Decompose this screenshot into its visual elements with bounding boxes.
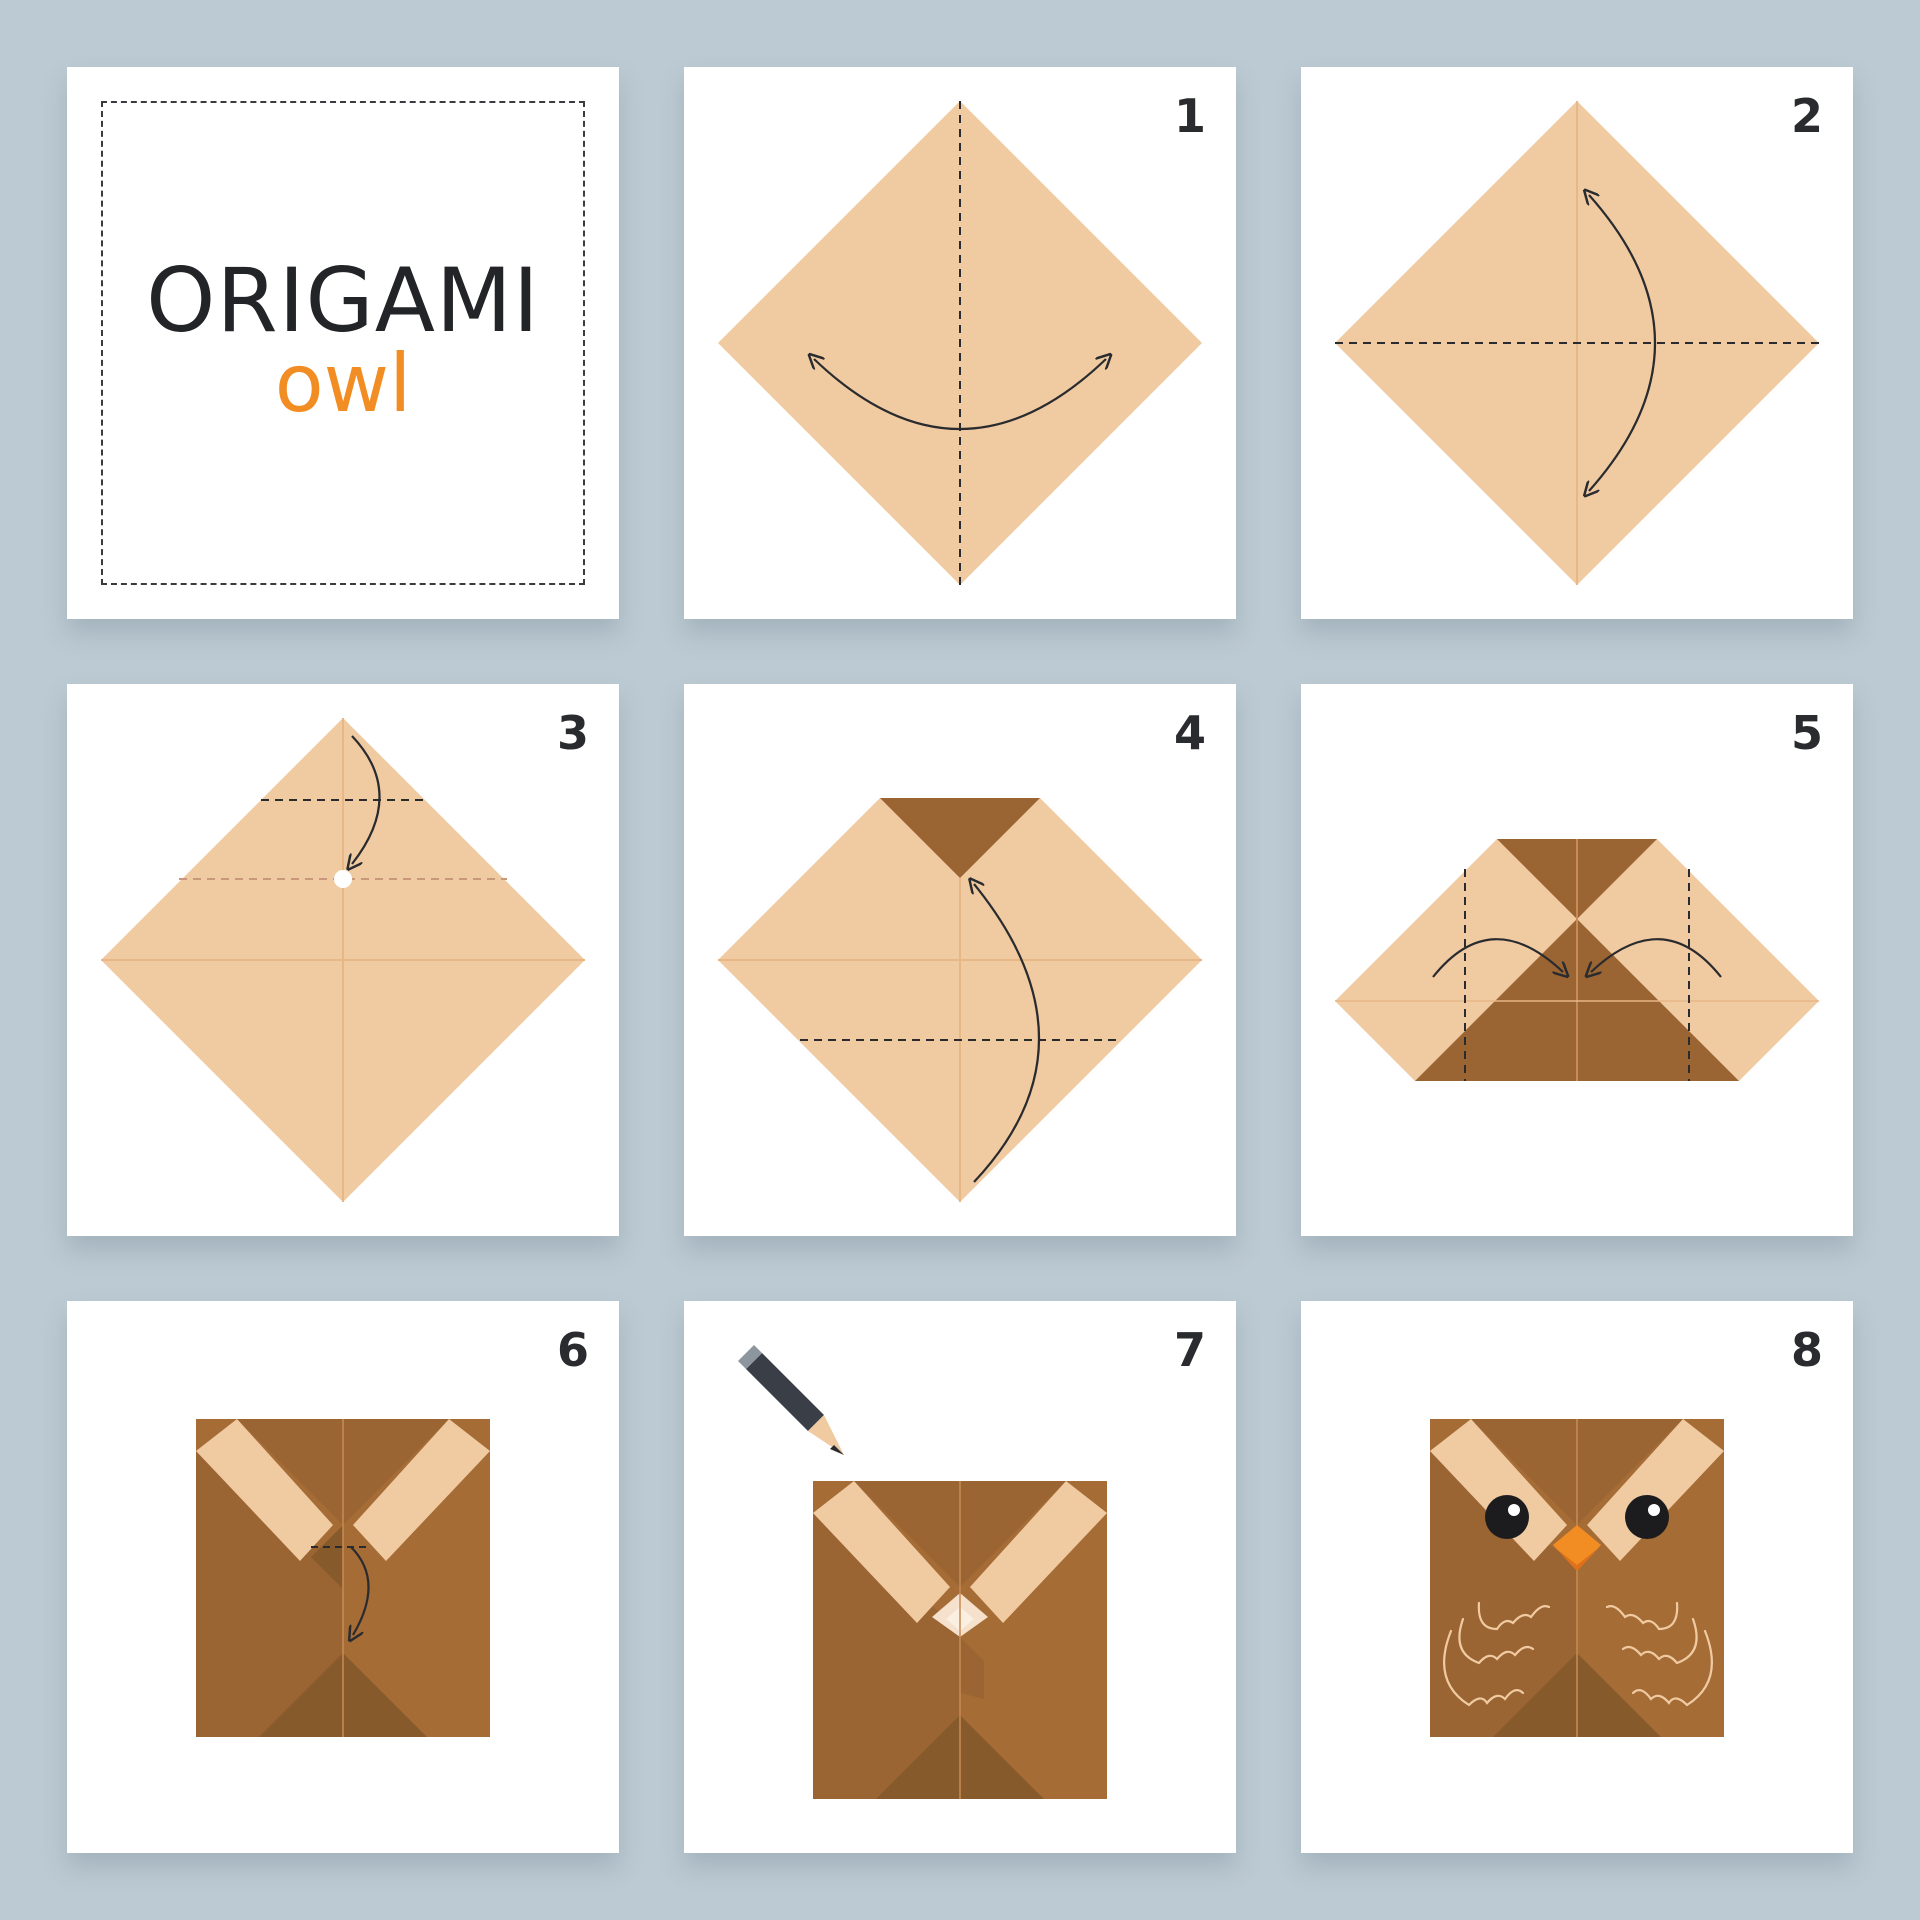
beak-lower bbox=[1557, 1549, 1597, 1571]
fold-arrow bbox=[352, 735, 381, 864]
beak-flap bbox=[311, 1525, 343, 1589]
step-2-diagram bbox=[1335, 101, 1819, 585]
fold-arrow bbox=[814, 359, 1106, 431]
step-8-card: 8 bbox=[1301, 1301, 1853, 1853]
step-number: 3 bbox=[556, 706, 589, 760]
left-ear-band bbox=[813, 1481, 950, 1623]
right-wing-feathers bbox=[1605, 1601, 1713, 1707]
step-number: 7 bbox=[1173, 1323, 1206, 1377]
title-origami: ORIGAMI bbox=[146, 249, 540, 352]
step-3-diagram bbox=[101, 718, 585, 1202]
fold-arrow bbox=[974, 884, 1041, 1183]
fold-arrow bbox=[1589, 195, 1657, 491]
right-ear-band bbox=[353, 1419, 490, 1561]
left-eye bbox=[1485, 1495, 1529, 1539]
step-number: 1 bbox=[1173, 89, 1206, 143]
left-ear-band bbox=[1430, 1419, 1567, 1561]
dashed-border bbox=[101, 101, 585, 585]
step-7-card: 7 bbox=[684, 1301, 1236, 1853]
step-1-card: 1 bbox=[684, 67, 1236, 619]
step-5-card: 5 bbox=[1301, 684, 1853, 1236]
left-body-half bbox=[813, 1513, 960, 1799]
title-owl: owl bbox=[274, 337, 412, 430]
fold-arrow bbox=[351, 1546, 370, 1635]
folded-top-flap bbox=[880, 798, 1040, 878]
step-3-card: 3 bbox=[67, 684, 619, 1236]
step-number: 8 bbox=[1790, 1323, 1823, 1377]
step-number: 6 bbox=[556, 1323, 589, 1377]
title-card: ORIGAMI owl bbox=[67, 67, 619, 619]
step-1-diagram bbox=[718, 101, 1202, 585]
step-number: 2 bbox=[1790, 89, 1823, 143]
fold-arrow-left bbox=[1432, 938, 1563, 977]
left-body-half bbox=[1430, 1451, 1577, 1737]
step-number: 4 bbox=[1173, 706, 1206, 760]
right-ear-band bbox=[970, 1481, 1107, 1623]
center-point bbox=[334, 870, 352, 888]
step-2-card: 2 bbox=[1301, 67, 1853, 619]
beak bbox=[1553, 1525, 1601, 1571]
step-6-diagram bbox=[196, 1419, 490, 1737]
step-number: 5 bbox=[1790, 706, 1823, 760]
step-6-card: 6 bbox=[67, 1301, 619, 1853]
wing-fold bbox=[960, 1637, 984, 1699]
left-body-half bbox=[196, 1451, 343, 1737]
left-wing-feathers bbox=[1443, 1601, 1551, 1707]
right-ear-band bbox=[1587, 1419, 1724, 1561]
step-4-diagram bbox=[718, 798, 1202, 1202]
fold-arrow-right bbox=[1591, 938, 1722, 977]
right-eye bbox=[1625, 1495, 1669, 1539]
step-7-diagram bbox=[738, 1345, 1107, 1799]
step-5-diagram bbox=[1335, 839, 1819, 1081]
pencil-icon bbox=[738, 1345, 844, 1455]
left-ear-band bbox=[196, 1419, 333, 1561]
step-8-diagram bbox=[1430, 1419, 1724, 1737]
step-4-card: 4 bbox=[684, 684, 1236, 1236]
